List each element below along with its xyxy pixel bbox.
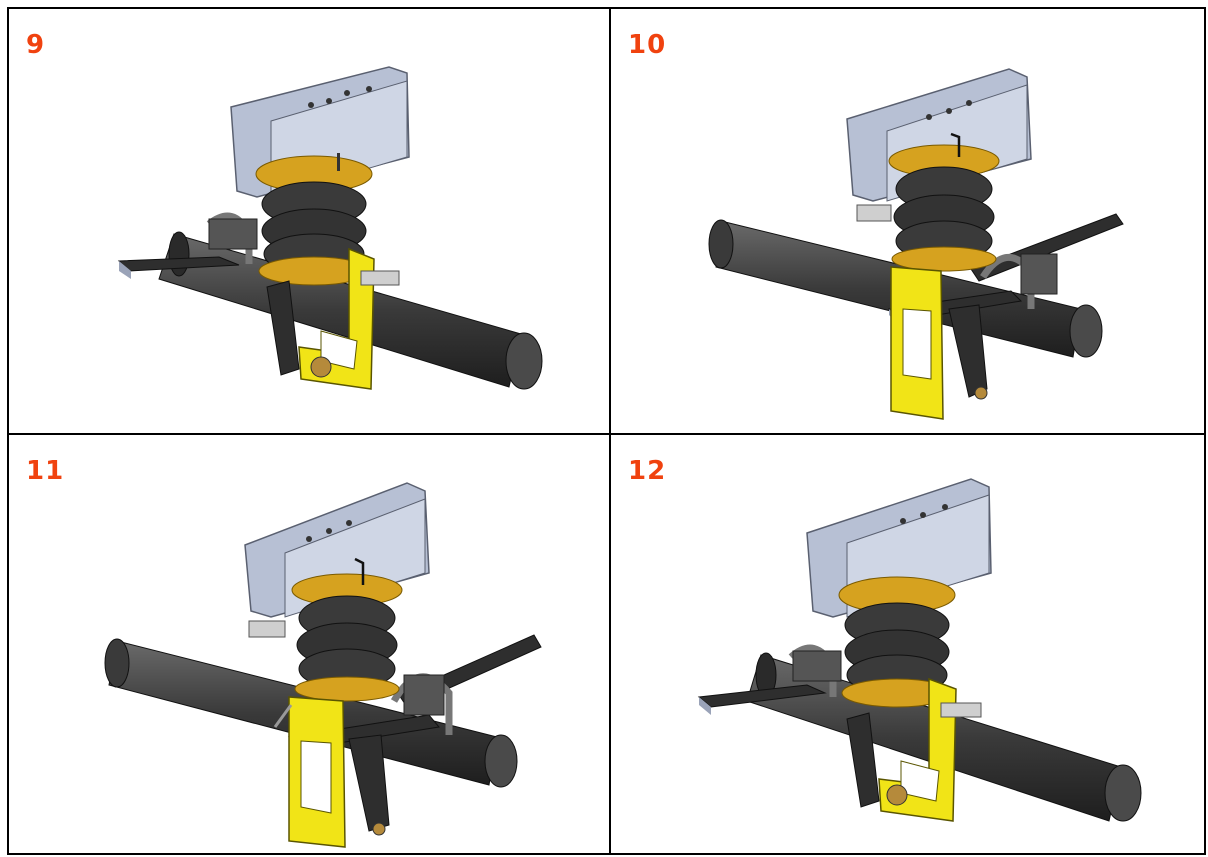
step-number: 11: [26, 456, 65, 486]
step-number: 9: [26, 30, 46, 60]
panel-step-12: 12: [611, 435, 1206, 855]
panel-step-10: 10: [611, 9, 1206, 433]
air-suspension-illustration: [708, 68, 1124, 420]
air-suspension-illustration: [104, 482, 542, 848]
grid-divider-horizontal: [7, 433, 1206, 435]
instruction-grid: [7, 7, 1206, 855]
step-number: 12: [628, 456, 667, 486]
step-number: 10: [628, 30, 667, 60]
air-suspension-illustration: [697, 478, 1142, 822]
air-suspension-illustration: [117, 66, 543, 390]
panel-step-11: 11: [9, 435, 609, 855]
panel-step-9: 9: [9, 9, 609, 433]
grid-divider-vertical: [609, 7, 611, 855]
